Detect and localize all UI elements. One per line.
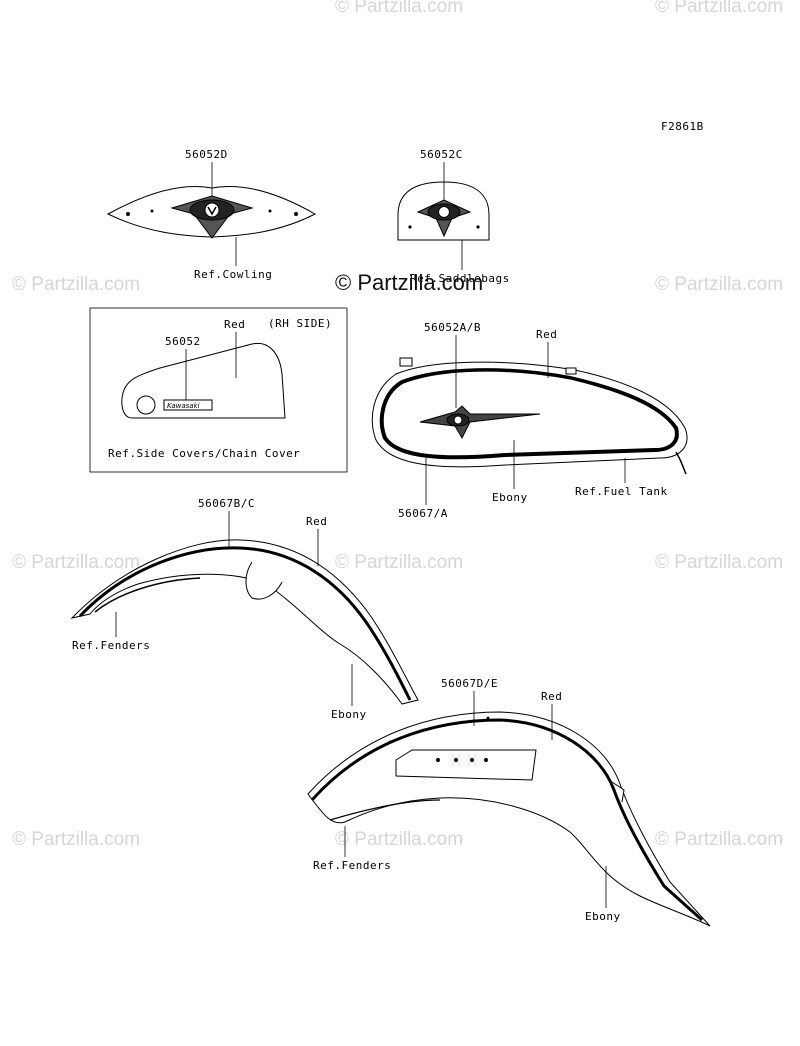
- watermark: © Partzilla.com: [335, 829, 463, 850]
- watermark: © Partzilla.com: [655, 0, 783, 17]
- watermark: © Partzilla.com: [335, 552, 463, 573]
- watermark: © Partzilla.com: [335, 0, 463, 17]
- label-ebony-front: Ebony: [331, 708, 367, 721]
- watermark: © Partzilla.com: [12, 274, 140, 295]
- watermark: © Partzilla.com: [12, 829, 140, 850]
- front-fender: [70, 539, 419, 705]
- fuel-tank: [371, 357, 688, 475]
- label-56052AB: 56052A/B: [424, 321, 481, 334]
- watermark-layer: © Partzilla.com © Partzilla.com © Partzi…: [12, 0, 783, 850]
- emblem-saddlebag: [397, 181, 490, 241]
- label-56052C: 56052C: [420, 148, 463, 161]
- label-56067BC: 56067B/C: [198, 497, 255, 510]
- label-ebony-tank: Ebony: [492, 491, 528, 504]
- label-56052D: 56052D: [185, 148, 228, 161]
- label-ref-side-covers: Ref.Side Covers/Chain Cover: [108, 447, 300, 460]
- label-56067DE: 56067D/E: [441, 677, 498, 690]
- label-rh-side: (RH SIDE): [268, 317, 332, 330]
- label-56052: 56052: [165, 335, 201, 348]
- label-red-rear: Red: [541, 690, 562, 703]
- rear-fender: [307, 711, 711, 927]
- label-ref-fuel-tank: Ref.Fuel Tank: [575, 485, 668, 498]
- label-red-tank: Red: [536, 328, 557, 341]
- watermark: © Partzilla.com: [655, 552, 783, 573]
- label-ebony-rear: Ebony: [585, 910, 621, 923]
- label-red-front: Red: [306, 515, 327, 528]
- label-ref-fenders-rear: Ref.Fenders: [313, 859, 391, 872]
- emblem-text: Kawasaki: [167, 402, 200, 410]
- watermark: © Partzilla.com: [655, 274, 783, 295]
- emblem-cowling: [106, 185, 317, 239]
- label-ref-fenders-front: Ref.Fenders: [72, 639, 150, 652]
- watermark: © Partzilla.com: [655, 829, 783, 850]
- label-ref-saddlebags: Ref.Saddlebags: [410, 272, 510, 285]
- watermark-main: © Partzilla.com: [335, 270, 483, 295]
- side-cover-box: Kawasaki: [89, 307, 348, 473]
- label-red-side: Red: [224, 318, 245, 331]
- label-56067A: 56067/A: [398, 507, 448, 520]
- label-ref-cowling: Ref.Cowling: [194, 268, 272, 281]
- watermark: © Partzilla.com: [12, 552, 140, 573]
- diagram-code: F2861B: [661, 120, 704, 133]
